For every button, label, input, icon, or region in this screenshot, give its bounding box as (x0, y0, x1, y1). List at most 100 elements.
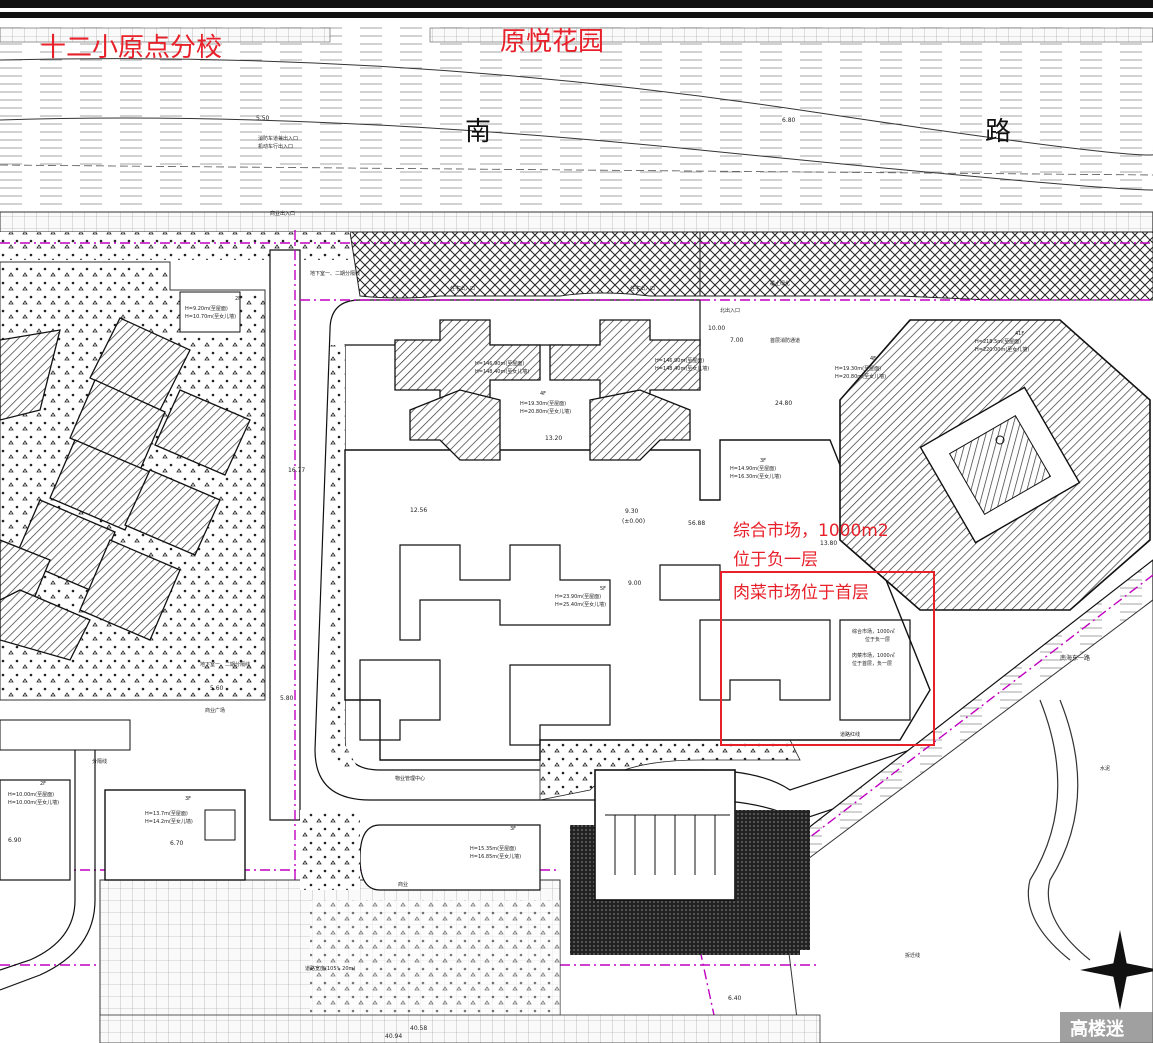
frame-top-bar-2 (0, 12, 1153, 18)
anno-fire-entry: 消防车道兼出入口 (258, 135, 298, 142)
bldg-tr-41f: 41F (1015, 331, 1024, 337)
market-label-3: 肉菜市场位于首层 (733, 583, 869, 603)
road-edge-line-3 (0, 164, 1153, 176)
road-top-strip (429, 27, 1153, 43)
anno-res-entry-2: 住宅出入口 (630, 285, 655, 292)
bldg-l-2f: 2F (40, 781, 46, 787)
bldg-s-h2: H=25.40m(至女儿墙) (555, 601, 606, 608)
bldg-w-h2: H=10.70m(至女儿墙) (185, 313, 236, 320)
bldg-left-strip (0, 719, 131, 751)
bldg-c-3f: 3F (760, 458, 766, 464)
dim-5688: 56.88 (688, 520, 705, 527)
north-arrow-icon (1080, 930, 1153, 1010)
anno-red-line: 道路红线 (840, 731, 860, 738)
bldg-d-h1: H=19.30m(至屋面) (835, 366, 881, 372)
bldg-s-5f: 5F (600, 586, 606, 592)
anno-demolish: 拆迁线 (905, 952, 920, 959)
bldg-l-h2: H=10.00m(至女儿墙) (8, 799, 59, 806)
bldg-w-h1: H=9.20m(至屋面) (185, 306, 228, 312)
bldg-s-h1: H=23.90m(至屋面) (555, 594, 601, 600)
left-road-curve (0, 750, 76, 971)
bldg-left-small (0, 779, 71, 881)
dim-1380: 13.80 (820, 540, 837, 547)
left-residential-buildings (0, 317, 251, 661)
bldg-d-h2: H=20.80m(至女儿墙) (835, 373, 886, 380)
left-road-curve-2 (0, 750, 96, 991)
internal-road-loop (314, 299, 1153, 821)
south-island-green (300, 810, 360, 890)
market-note-1: 综合市场，1000㎡ (852, 628, 895, 635)
elev-680: 6.80 (782, 117, 796, 124)
market-label-2: 位于负一层 (733, 550, 818, 570)
south-lower-dots (310, 900, 560, 1043)
bldg-w-2f: 2F (235, 296, 241, 302)
frame-top-bar (0, 0, 1153, 8)
anno-boundary: 分隔线 (92, 758, 107, 765)
market-note-4: 位于首层，负一层 (852, 660, 892, 667)
bldg-r-h2: H=148.40m(至女儿墙) (475, 368, 529, 375)
dim-900: 9.00 (628, 580, 642, 587)
dim-1000: 10.00 (708, 325, 725, 332)
road-top-strip-left (0, 27, 331, 43)
central-podium (344, 439, 931, 761)
road-edge-line-2 (0, 117, 1153, 191)
anno-north-ent: 北出入口 (720, 307, 740, 314)
bldg-tr-h2: H=220.00m(至女儿墙) (975, 346, 1029, 353)
anno-motor-entry: 机动车行出入口 (258, 143, 293, 150)
watermark-text: 高楼迷 (1070, 1018, 1125, 1040)
road-char-road: 路 (985, 117, 1011, 147)
market-label-1: 综合市场，1000m2 (733, 521, 889, 541)
octagon-core-dot (995, 435, 1005, 445)
elev-640: 6.40 (728, 995, 742, 1002)
anno-commercial-entry: 商业出入口 (270, 210, 295, 217)
bldg-m-h1: H=13.7m(至屋面) (145, 811, 188, 817)
garden-label: 原悦花园 (500, 27, 604, 57)
bldg-b-4f: 4F (540, 391, 546, 397)
anno-property-center: 物业管理中心 (395, 775, 425, 782)
east-road-curve (1027, 699, 1071, 961)
school-label: 十二小原点分校 (40, 33, 222, 63)
market-highlight-box (720, 571, 935, 746)
anno-hatch-note: 覆土绿化 (770, 280, 790, 287)
podium-inner-outlines (359, 544, 911, 746)
dim-1677: 16.77 (288, 467, 305, 474)
bldg-w-outline (179, 291, 241, 333)
market-note-2: 位于负一层 (865, 636, 890, 643)
north-frontage-hatch (349, 231, 701, 299)
anno-road-width: 道路宽度(105°, 20m) (305, 965, 355, 972)
bldg-r2-h2: H=148.40m(至女儿墙) (655, 365, 709, 372)
anno-fire-entry-2: 首层消防通道 (770, 337, 800, 344)
dim-700: 7.00 (730, 337, 744, 344)
bldg-c-h2: H=16.30m(至女儿墙) (730, 473, 781, 480)
dim-2480: 24.80 (775, 400, 792, 407)
bldg-c-h1: H=14.90m(至屋面) (730, 466, 776, 472)
bldg-b-h1: H=19.30m(至屋面) (520, 401, 566, 407)
bottom-strip (99, 1014, 821, 1043)
elev-690: 6.90 (8, 837, 22, 844)
road-area (0, 22, 1153, 210)
east-road-lower (779, 599, 1153, 1043)
elev-550: 5.50 (256, 115, 270, 122)
octagon-tower-core-hatch (948, 415, 1052, 515)
elev-670: 6.70 (170, 840, 184, 847)
elev-560: 5.60 (210, 685, 224, 692)
road-edge-line (0, 58, 1153, 156)
bldg-r-h1: H=146.90m(至屋面) (475, 361, 524, 367)
anno-east-road: 南海东一路 (1060, 654, 1090, 662)
sidewalk-band (0, 211, 1153, 233)
market-note-3: 肉菜市场，1000㎡ (852, 652, 895, 659)
bldg-m-h2: H=14.2m(至女儿墙) (145, 818, 193, 825)
east-road-curve-2 (1047, 699, 1091, 961)
bldg-b-h2: H=20.80m(至女儿墙) (520, 408, 571, 415)
south-market-stalls (605, 814, 730, 875)
bldg-tr-h1: H=218.5m(至屋面) (975, 339, 1021, 345)
anno-commercial: 商业 (398, 881, 408, 888)
bldg-m2-h2: H=16.85m(至女儿墙) (470, 853, 521, 860)
anno-water: 水泥 (1100, 765, 1110, 772)
anno-parking-sep: 地下室一、二期分隔线 (310, 270, 360, 277)
tower-buildings (394, 319, 701, 461)
anno-parking-sep-2: 地下室一、二期分隔线 (200, 661, 250, 668)
bldg-m-3f: 3F (185, 796, 191, 802)
south-market-bldg (594, 769, 736, 901)
